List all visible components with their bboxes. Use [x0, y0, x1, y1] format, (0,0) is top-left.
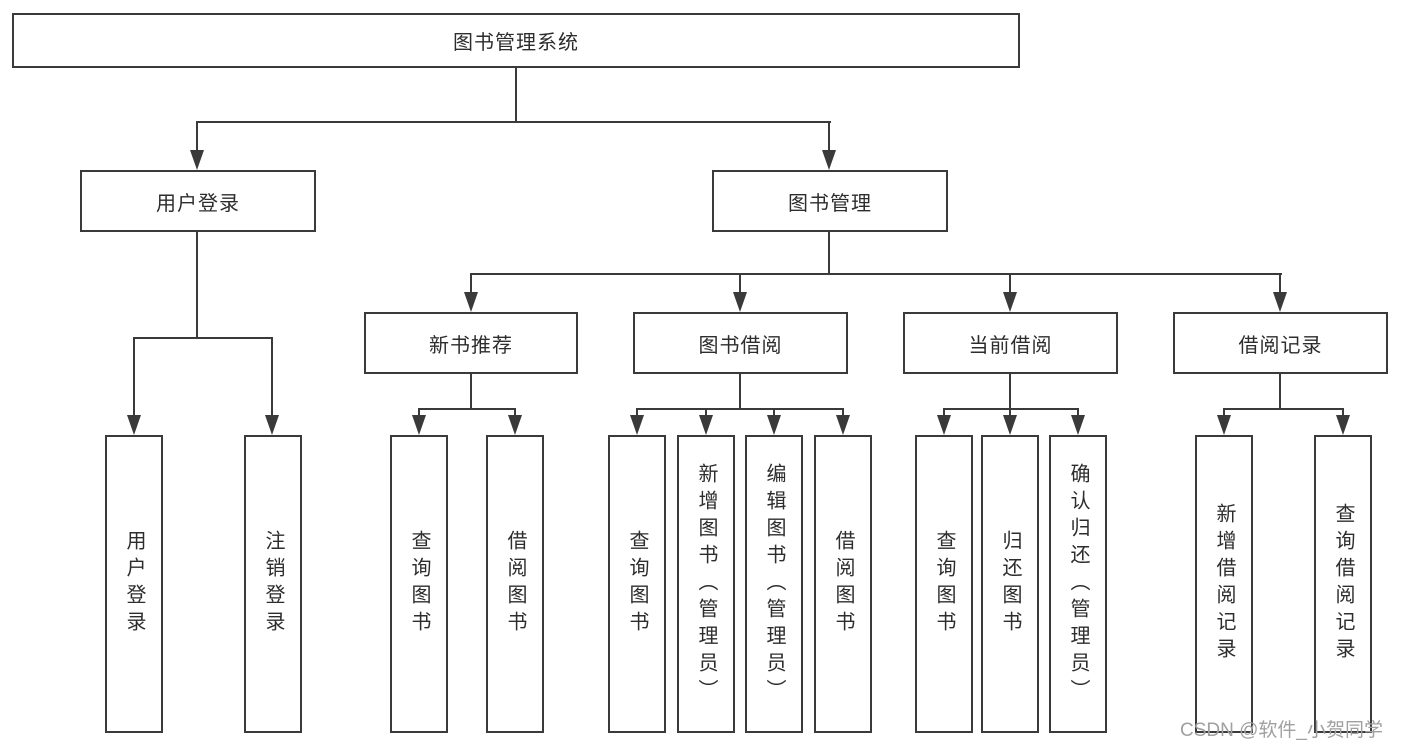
node-book-borrow: 图书借阅	[633, 312, 848, 374]
connector-line	[271, 337, 273, 415]
leaf-query-borrow-record: 查询借阅记录	[1314, 435, 1372, 733]
leaf-confirm-return-admin: 确认归还（管理员）	[1049, 435, 1107, 733]
connector-line	[418, 408, 420, 415]
connector-line	[470, 374, 472, 408]
arrowhead-down-icon	[127, 415, 141, 435]
leaf-borrow-books-recommend: 借阅图书	[486, 435, 544, 733]
leaf-label: 编辑图书（管理员）	[763, 462, 785, 706]
leaf-query-books-borrow: 查询图书	[608, 435, 666, 733]
leaf-label: 查询图书	[626, 530, 648, 638]
connector-line	[1223, 408, 1344, 410]
arrowhead-down-icon	[822, 150, 836, 170]
leaf-label: 归还图书	[999, 530, 1021, 638]
leaf-label: 查询借阅记录	[1332, 503, 1354, 665]
leaf-logout: 注销登录	[244, 435, 302, 733]
connector-line	[1342, 408, 1344, 415]
connector-line	[636, 408, 638, 415]
leaf-label: 用户登录	[123, 530, 145, 638]
connector-line	[636, 408, 844, 410]
connector-line	[1009, 374, 1011, 408]
leaf-return-books: 归还图书	[981, 435, 1039, 733]
connector-line	[514, 408, 516, 415]
leaf-label: 新增图书（管理员）	[695, 462, 717, 706]
connector-line	[133, 337, 273, 339]
leaf-borrow-books: 借阅图书	[814, 435, 872, 733]
connector-line	[773, 408, 775, 415]
connector-line	[705, 408, 707, 415]
leaf-label: 借阅图书	[832, 530, 854, 638]
arrowhead-down-icon	[1273, 292, 1287, 312]
arrowhead-down-icon	[508, 415, 522, 435]
leaf-label: 借阅图书	[504, 530, 526, 638]
arrowhead-down-icon	[1217, 415, 1231, 435]
leaf-label: 查询图书	[933, 530, 955, 638]
node-borrow-record: 借阅记录	[1173, 312, 1388, 374]
connector-line	[1009, 408, 1011, 415]
connector-line	[842, 408, 844, 415]
connector-line	[828, 232, 830, 273]
connector-line	[1077, 408, 1079, 415]
connector-line	[1223, 408, 1225, 415]
arrowhead-down-icon	[1003, 415, 1017, 435]
connector-line	[943, 408, 1079, 410]
connector-line	[196, 121, 198, 152]
connector-line	[943, 408, 945, 415]
arrowhead-down-icon	[190, 150, 204, 170]
connector-line	[1279, 273, 1281, 292]
connector-line	[470, 273, 1282, 275]
arrowhead-down-icon	[699, 415, 713, 435]
leaf-label: 确认归还（管理员）	[1067, 462, 1089, 706]
connector-line	[515, 68, 517, 121]
arrowhead-down-icon	[937, 415, 951, 435]
leaf-edit-books-admin: 编辑图书（管理员）	[745, 435, 803, 733]
node-new-book-recommend: 新书推荐	[364, 312, 578, 374]
leaf-user-login: 用户登录	[105, 435, 163, 733]
node-current-borrow: 当前借阅	[903, 312, 1118, 374]
connector-line	[739, 273, 741, 292]
leaf-query-books-recommend: 查询图书	[390, 435, 448, 733]
connector-line	[1279, 374, 1281, 408]
arrowhead-down-icon	[412, 415, 426, 435]
leaf-label: 查询图书	[408, 530, 430, 638]
connector-line	[470, 273, 472, 292]
arrowhead-down-icon	[265, 415, 279, 435]
leaf-add-borrow-record: 新增借阅记录	[1195, 435, 1253, 733]
arrowhead-down-icon	[1003, 292, 1017, 312]
leaf-label: 注销登录	[262, 530, 284, 638]
node-root-library-system: 图书管理系统	[12, 13, 1020, 68]
connector-line	[1009, 273, 1011, 292]
arrowhead-down-icon	[767, 415, 781, 435]
leaf-query-books-current: 查询图书	[915, 435, 973, 733]
connector-line	[739, 374, 741, 408]
connector-line	[828, 121, 830, 152]
arrowhead-down-icon	[1336, 415, 1350, 435]
connector-line	[196, 121, 831, 123]
arrowhead-down-icon	[1071, 415, 1085, 435]
connector-line	[196, 232, 198, 337]
csdn-watermark: CSDN @软件_小贺同学	[1180, 720, 1383, 741]
leaf-add-books-admin: 新增图书（管理员）	[677, 435, 735, 733]
connector-line	[133, 337, 135, 415]
connector-line	[418, 408, 516, 410]
arrowhead-down-icon	[464, 292, 478, 312]
arrowhead-down-icon	[836, 415, 850, 435]
arrowhead-down-icon	[630, 415, 644, 435]
arrowhead-down-icon	[733, 292, 747, 312]
leaf-label: 新增借阅记录	[1213, 503, 1235, 665]
node-user-login: 用户登录	[80, 170, 316, 232]
node-book-management: 图书管理	[712, 170, 948, 232]
